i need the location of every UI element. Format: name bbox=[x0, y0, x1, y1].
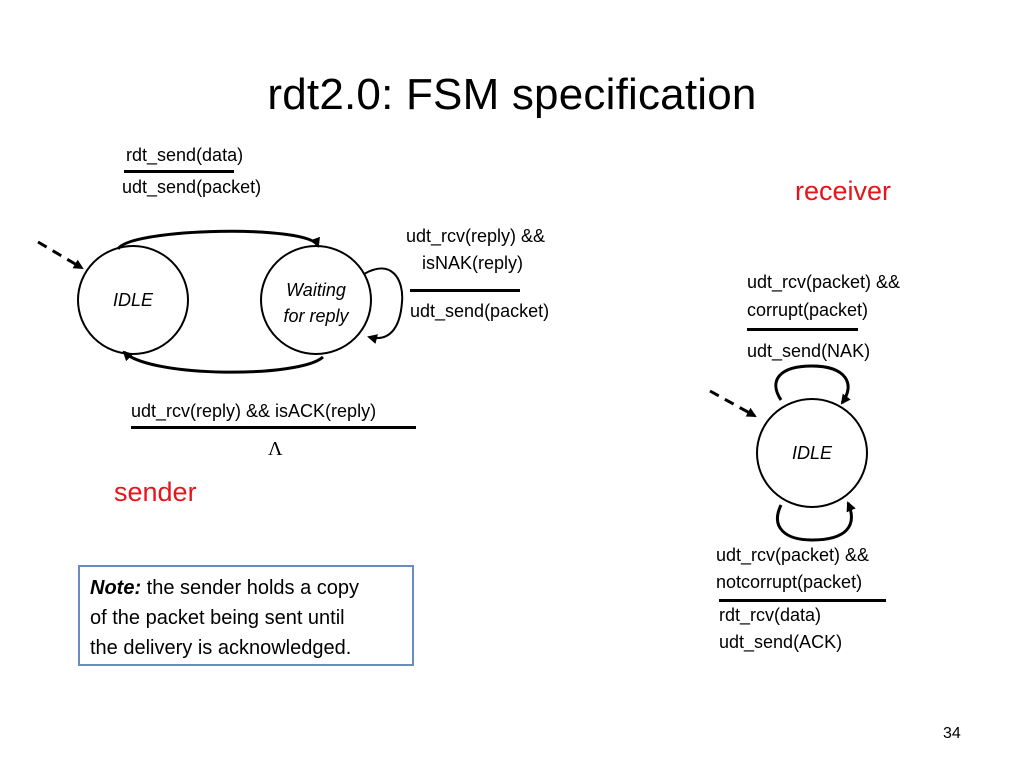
sender-nak-action: udt_send(packet) bbox=[410, 301, 550, 321]
note-box: Note: the sender holds a copy of the pac… bbox=[78, 565, 414, 666]
transition-divider bbox=[747, 328, 858, 331]
sender-initial-arrow bbox=[37, 240, 84, 270]
receiver-notcorrupt-event-line2: notcorrupt(packet) bbox=[716, 572, 863, 592]
sender-ack-action-lambda: Λ bbox=[268, 438, 283, 460]
receiver-label: receiver bbox=[795, 176, 892, 206]
receiver-corrupt-event-line1: udt_rcv(packet) && bbox=[747, 272, 901, 292]
receiver-idle-state-label: IDLE bbox=[791, 443, 833, 463]
receiver-corrupt-action: udt_send(NAK) bbox=[747, 341, 871, 361]
note-text-line1: the sender holds a copy bbox=[141, 577, 360, 599]
receiver-notcorrupt-event-line1: udt_rcv(packet) && bbox=[716, 545, 870, 565]
sender-waiting-state-label-line2: for reply bbox=[283, 306, 349, 326]
note-label: Note: bbox=[90, 577, 142, 599]
receiver-notcorrupt-action-line1: rdt_rcv(data) bbox=[719, 605, 822, 625]
transition-divider bbox=[719, 599, 886, 602]
receiver-notcorrupt-action-line2: udt_send(ACK) bbox=[719, 632, 843, 652]
transition-divider bbox=[410, 289, 520, 292]
page-number: 34 bbox=[943, 725, 961, 742]
receiver-notcorrupt-self-loop-arrow bbox=[775, 501, 856, 542]
note-text-line3: the delivery is acknowledged. bbox=[90, 637, 352, 659]
sender-waiting-to-idle-arrow bbox=[122, 350, 325, 374]
receiver-idle-state-circle bbox=[756, 398, 868, 508]
slide-title: rdt2.0: FSM specification bbox=[267, 70, 757, 119]
sender-label: sender bbox=[114, 477, 197, 507]
receiver-corrupt-event-line2: corrupt(packet) bbox=[747, 300, 869, 320]
note-text-line2: of the packet being sent until bbox=[90, 607, 345, 629]
sender-idle-state-label: IDLE bbox=[112, 290, 154, 310]
sender-idle-to-waiting-event: rdt_send(data) bbox=[126, 145, 244, 165]
sender-nak-event-line1: udt_rcv(reply) && bbox=[406, 226, 546, 246]
note-line1: Note: the sender holds a copy bbox=[90, 573, 402, 603]
sender-ack-event: udt_rcv(reply) && isACK(reply) bbox=[131, 401, 377, 421]
sender-waiting-self-loop-arrow bbox=[363, 267, 404, 344]
sender-idle-to-waiting-action: udt_send(packet) bbox=[122, 177, 262, 197]
transition-divider bbox=[131, 426, 416, 429]
sender-nak-event-line2: isNAK(reply) bbox=[422, 253, 524, 273]
receiver-initial-arrow bbox=[709, 389, 757, 418]
transition-divider bbox=[124, 170, 234, 173]
sender-idle-to-waiting-arrow bbox=[116, 229, 320, 251]
receiver-corrupt-self-loop-arrow bbox=[774, 364, 851, 405]
sender-waiting-state-label-line1: Waiting bbox=[286, 280, 346, 300]
